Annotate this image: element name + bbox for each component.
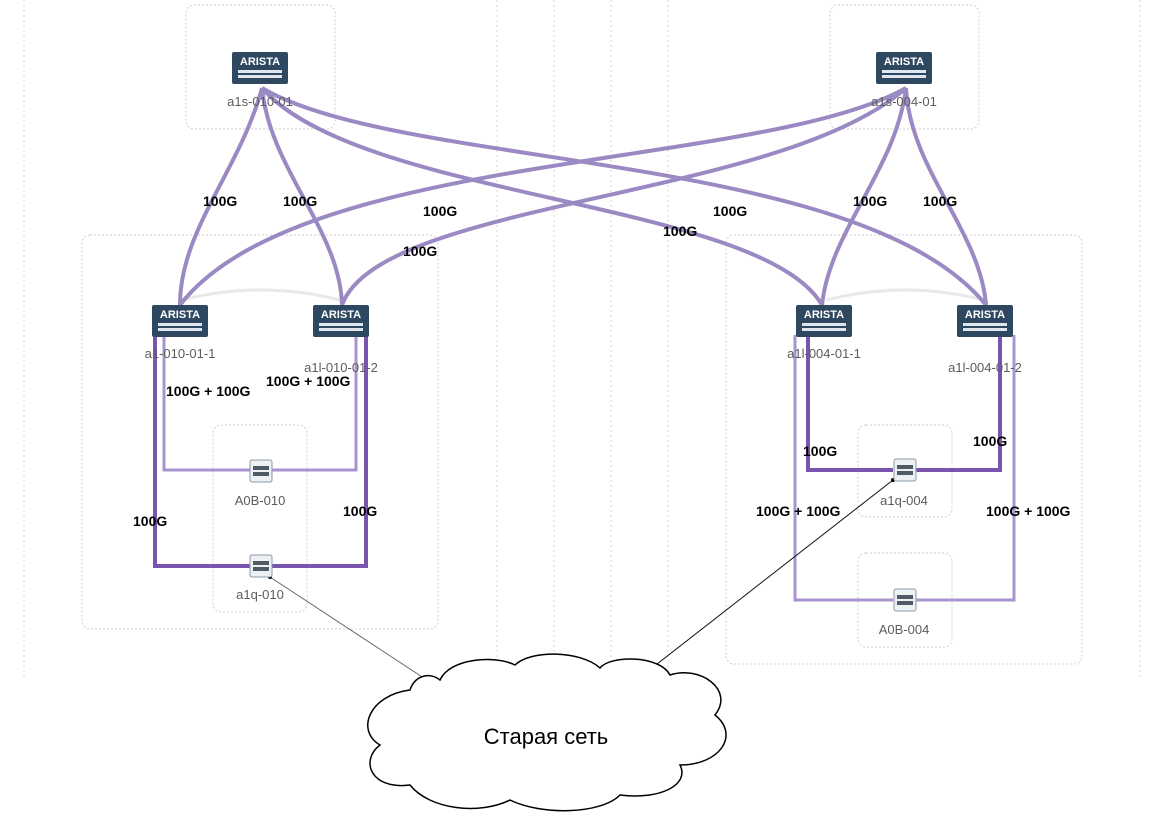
server-icon [249, 554, 273, 578]
server-a1q-010[interactable]: a1q-010 [236, 554, 284, 602]
spine-010-group [185, 4, 336, 130]
arista-switch-icon: ARISTA [232, 52, 288, 84]
link-s010-l010-1 [178, 87, 264, 306]
link-leaf-004-1-a1q [806, 335, 893, 472]
link-leaf-010-1-a1q [153, 335, 250, 568]
peer-link-004 [825, 288, 985, 302]
link-leaf-004-2-a1q [916, 335, 1002, 472]
label-s010-l004-2: 100G [713, 203, 747, 219]
switch-leaf-004-2[interactable]: ARISTA a1l-004-01-2 [948, 305, 1022, 375]
node-label-aob-010: A0B-010 [235, 493, 286, 508]
label-l004-1-aob: 100G + 100G [756, 503, 841, 519]
server-010-group [212, 424, 308, 613]
node-label-spine-004: a1s-004-01 [871, 94, 937, 109]
speed-labels: 100G 100G 100G 100G 100G 100G 100G 100G … [133, 193, 1071, 529]
cloud-label: Старая сеть [484, 724, 609, 749]
link-leaf-010-2-a1q [272, 335, 368, 568]
leaf-server-links [153, 335, 1016, 602]
link-leaf-004-1-aob [793, 335, 893, 602]
switch-leaf-010-1[interactable]: ARISTA a1-010-01-1 [145, 305, 216, 361]
old-network-cloud[interactable]: Старая сеть [367, 653, 727, 812]
link-s004-l004-1 [820, 87, 908, 306]
pod-010-group [81, 234, 439, 630]
label-s010-l004-1: 100G [663, 223, 697, 239]
svg-text:ARISTA: ARISTA [240, 56, 280, 68]
label-l004-2-a1q: 100G [973, 433, 1007, 449]
label-s010-l010-2: 100G [283, 193, 317, 209]
node-label-leaf-004-1: a1l-004-01-1 [787, 346, 861, 361]
label-l004-1-a1q: 100G [803, 443, 837, 459]
link-s010-l004-2 [260, 86, 988, 307]
link-a1q-004-cloud [633, 479, 894, 683]
label-s004-l010-1: 100G [423, 203, 457, 219]
arista-switch-icon: ARISTA [876, 52, 932, 84]
spine-leaf-links [178, 86, 988, 307]
switch-leaf-004-1[interactable]: ARISTA a1l-004-01-1 [787, 305, 861, 361]
arista-switch-icon: ARISTA [796, 305, 852, 337]
label-s004-l004-2: 100G [923, 193, 957, 209]
node-label-leaf-010-2: a1l-010-01-2 [304, 360, 378, 375]
label-l010-1-aob: 100G + 100G [166, 383, 251, 399]
label-l010-2-a1q: 100G [343, 503, 377, 519]
background-guides [23, 0, 1141, 678]
svg-text:ARISTA: ARISTA [804, 309, 844, 321]
link-leaf-010-2-aob [272, 335, 358, 472]
svg-text:ARISTA: ARISTA [965, 309, 1005, 321]
label-s004-l004-1: 100G [853, 193, 887, 209]
link-s010-l010-2 [260, 87, 344, 306]
arista-switch-icon: ARISTA [957, 305, 1013, 337]
node-label-leaf-004-2: a1l-004-01-2 [948, 360, 1022, 375]
node-label-a1q-004: a1q-004 [880, 493, 928, 508]
label-s010-l010-1: 100G [203, 193, 237, 209]
server-icon [893, 588, 917, 612]
svg-text:ARISTA: ARISTA [884, 56, 924, 68]
label-l004-2-aob: 100G + 100G [986, 503, 1071, 519]
node-label-spine-010: a1s-010-01 [227, 94, 293, 109]
switch-leaf-010-2[interactable]: ARISTA a1l-010-01-2 [304, 305, 378, 375]
server-icon [893, 458, 917, 482]
link-leaf-010-1-aob [162, 335, 250, 472]
switch-spine-004[interactable]: ARISTA a1s-004-01 [871, 52, 937, 109]
label-s004-l010-2: 100G [403, 243, 437, 259]
cloud-icon [367, 653, 727, 812]
server-aob-010[interactable]: A0B-010 [235, 459, 286, 508]
server-aob-004[interactable]: A0B-004 [879, 588, 930, 637]
pod-004-group [725, 234, 1083, 665]
arista-switch-icon: ARISTA [152, 305, 208, 337]
link-s004-l010-1 [178, 86, 907, 307]
svg-text:ARISTA: ARISTA [321, 309, 361, 321]
switch-spine-010[interactable]: ARISTA a1s-010-01 [227, 52, 293, 109]
label-l010-1-a1q: 100G [133, 513, 167, 529]
link-s010-l004-1 [260, 86, 824, 307]
node-label-leaf-010-1: a1-010-01-1 [145, 346, 216, 361]
server-icon [249, 459, 273, 483]
link-s004-l004-2 [904, 87, 988, 306]
link-leaf-004-2-aob [916, 335, 1016, 602]
link-a1q-010-cloud [269, 576, 443, 691]
peer-link-010 [181, 288, 341, 302]
label-l010-2-aob: 100G + 100G [266, 373, 351, 389]
arista-switch-icon: ARISTA [313, 305, 369, 337]
node-label-aob-004: A0B-004 [879, 622, 930, 637]
svg-text:ARISTA: ARISTA [160, 309, 200, 321]
server-a1q-004[interactable]: a1q-004 [880, 458, 928, 508]
link-s004-l010-2 [340, 86, 908, 306]
spine-004-group [829, 4, 980, 130]
node-label-a1q-010: a1q-010 [236, 587, 284, 602]
